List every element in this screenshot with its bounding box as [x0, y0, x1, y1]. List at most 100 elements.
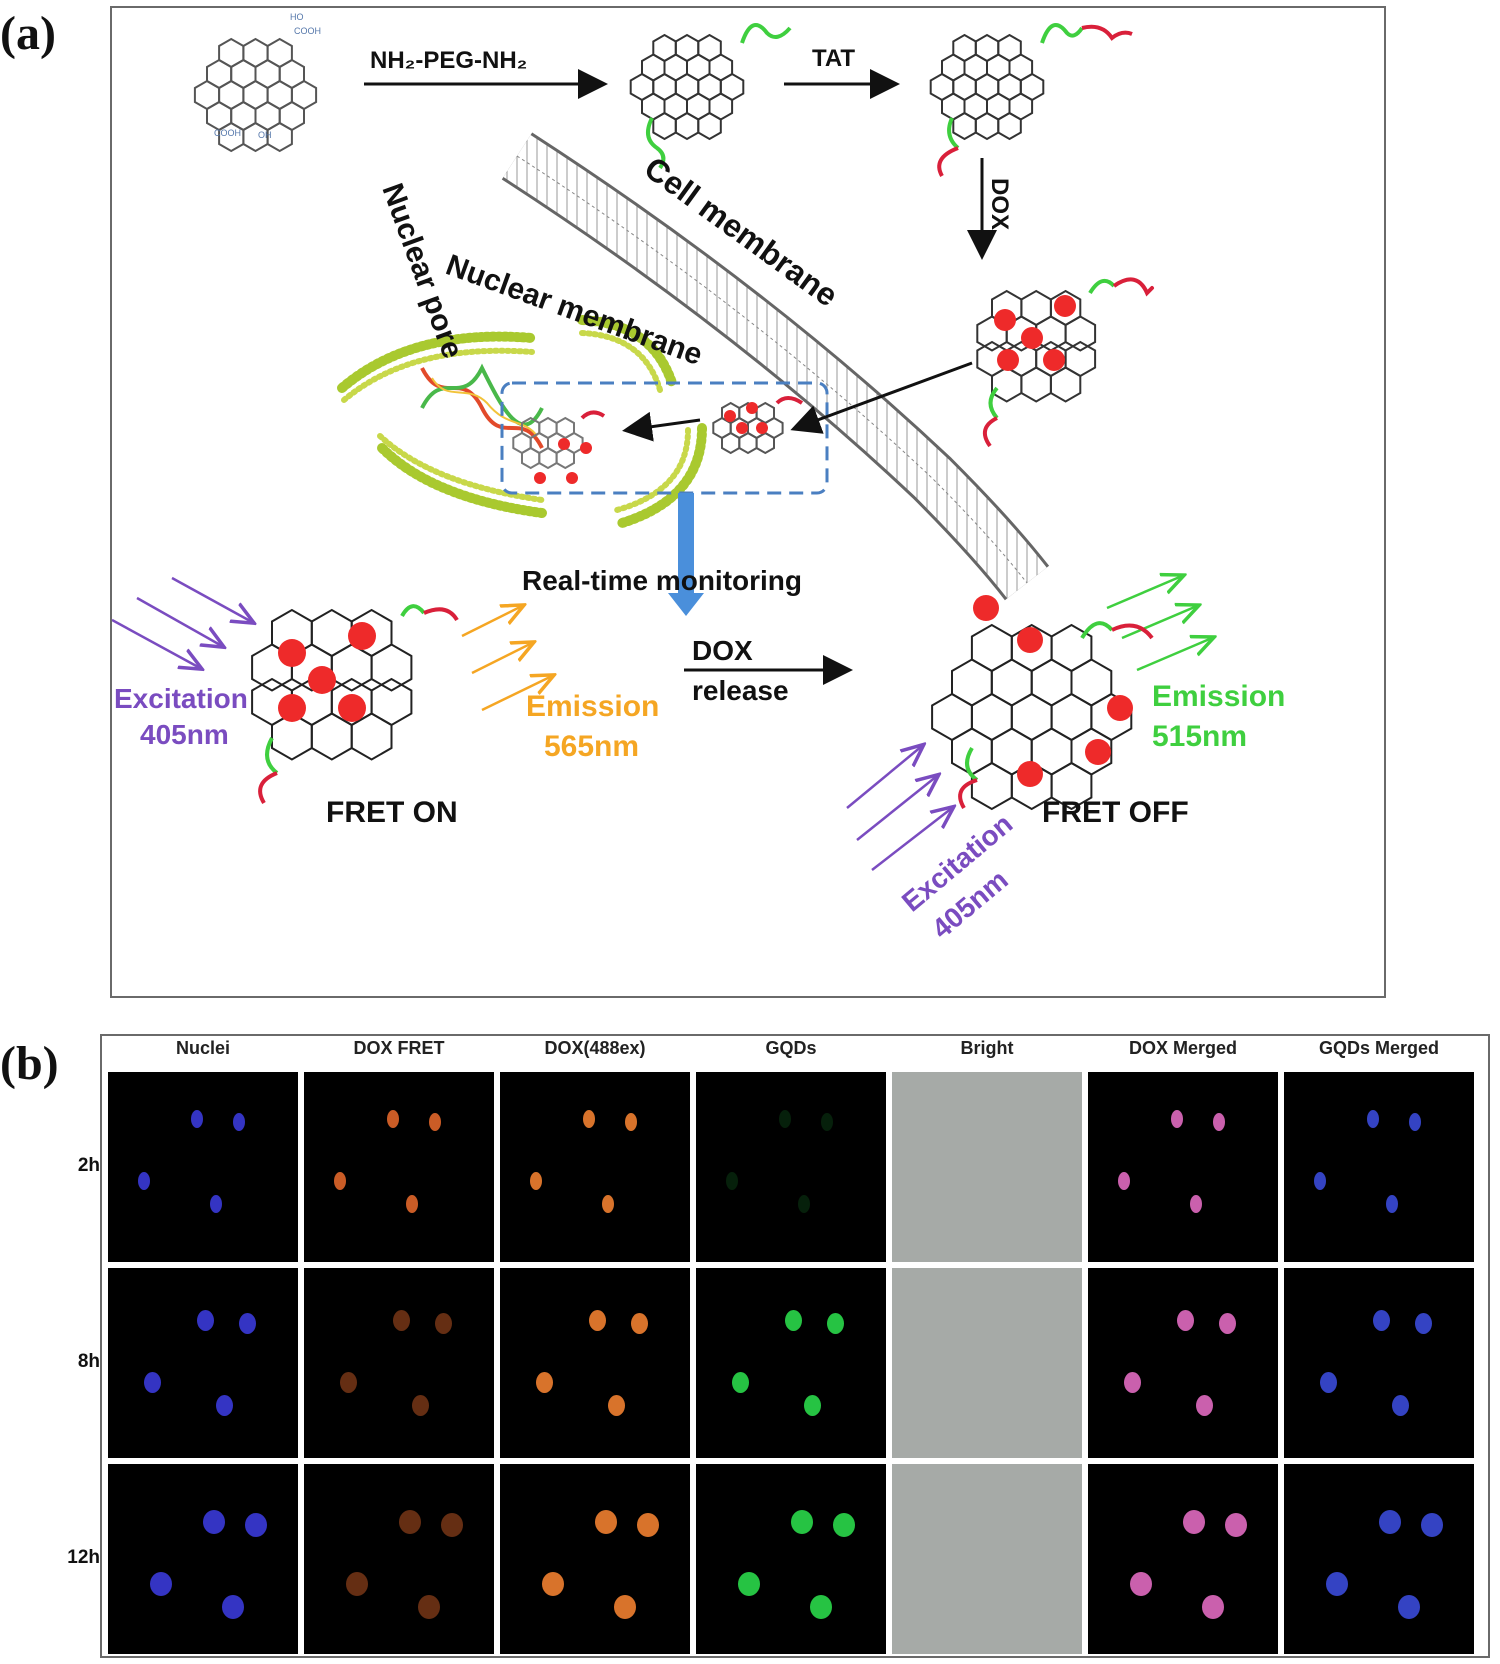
- column-header: DOX FRET: [353, 1038, 445, 1058]
- cell-nucleus-spot: [210, 1195, 223, 1213]
- cell-nucleus-spot: [804, 1395, 822, 1416]
- cell-nucleus-spot: [150, 1572, 172, 1597]
- cell-nucleus-spot: [1421, 1513, 1443, 1538]
- cell-nucleus-spot: [583, 1109, 596, 1128]
- cell-membrane-shape: [501, 132, 1050, 601]
- gqd-peg: [629, 33, 745, 141]
- micrograph-cell: [892, 1464, 1082, 1654]
- tat-chain-10: [958, 778, 978, 810]
- cell-nucleus-spot: [1190, 1195, 1203, 1213]
- left-emission-label-2: 565nm: [544, 730, 639, 763]
- dox-on-3: [308, 666, 336, 694]
- peg-chain-7: [400, 604, 426, 618]
- micrograph-cell: [108, 1268, 298, 1458]
- micrograph-cell: [892, 1268, 1082, 1458]
- cell-nucleus-spot: [827, 1313, 844, 1335]
- dox-loaded-1: [994, 309, 1016, 331]
- cell-nucleus-spot: [530, 1172, 542, 1191]
- monitoring-arrow: [668, 493, 704, 616]
- column-header: Bright: [960, 1038, 1014, 1058]
- cell-nucleus-spot: [785, 1309, 803, 1331]
- cell-nucleus-spot: [536, 1372, 553, 1394]
- cell-nucleus-spot: [625, 1113, 637, 1132]
- dox-loaded-3: [1021, 327, 1043, 349]
- column-header: Nuclei: [175, 1038, 231, 1058]
- scheme-diagram: HO COOH COOH OH NH₂-PEG-NH₂ TAT DOX Cell…: [112, 12, 1285, 945]
- cell-nucleus-spot: [435, 1313, 452, 1335]
- release-label-2: release: [692, 675, 789, 706]
- left-excitation-arrows: [112, 576, 252, 668]
- reagent1-label: NH₂-PEG-NH₂: [370, 47, 527, 74]
- cell-nucleus-spot: [138, 1172, 150, 1191]
- cell-nucleus-spot: [1183, 1509, 1206, 1534]
- cell-nucleus-spot: [441, 1513, 463, 1538]
- cell-nucleus-spot: [1124, 1372, 1141, 1394]
- panel-b-letter: (b): [0, 1037, 59, 1090]
- micrograph-cell: [1284, 1464, 1474, 1654]
- cell-nucleus-spot: [1392, 1395, 1410, 1416]
- peg-chain-4: [947, 117, 960, 150]
- scheme-panel: HO COOH COOH OH NH₂-PEG-NH₂ TAT DOX Cell…: [110, 6, 1386, 998]
- micrograph-cell: [108, 1464, 298, 1654]
- gqd-layer: [193, 23, 1154, 811]
- nuclear-membrane-shape: [337, 315, 707, 528]
- cell-nucleus-spot: [631, 1313, 648, 1335]
- micrograph-cell: [304, 1464, 494, 1654]
- dox-loaded-2: [1054, 295, 1076, 317]
- left-emission-label-1: Emission: [526, 690, 659, 723]
- cell-nucleus-spot: [340, 1372, 357, 1394]
- peg-chain-3: [1040, 23, 1084, 44]
- peg-chain-6: [988, 386, 999, 420]
- reagent2-label: TAT: [812, 45, 855, 72]
- cell-nucleus-spot: [798, 1195, 811, 1213]
- tat-chain-3: [1112, 277, 1154, 297]
- cell-nucleus-spot: [637, 1513, 659, 1538]
- micrograph-cell: [1088, 1268, 1278, 1458]
- dox-on-2: [348, 622, 376, 650]
- cell-nucleus-spot: [216, 1395, 234, 1416]
- cell-nucleus-spot: [1373, 1309, 1391, 1331]
- cell-nucleus-spot: [197, 1309, 215, 1331]
- cell-nucleus-spot: [833, 1513, 855, 1538]
- cell-nucleus-spot: [1367, 1109, 1380, 1128]
- fret-off-label: FRET OFF: [1042, 796, 1189, 829]
- left-excitation-label-1: Excitation: [114, 683, 248, 714]
- tat-chain-1: [1081, 24, 1133, 41]
- release-label-1: DOX: [692, 635, 753, 666]
- right-emission-arrows: [1106, 576, 1212, 672]
- cell-nucleus-spot: [1202, 1595, 1225, 1619]
- cell-nucleus-spot: [1219, 1313, 1236, 1335]
- tat-chain-7: [423, 607, 459, 622]
- cell-nucleus-spot: [239, 1313, 256, 1335]
- cell-nucleus-spot: [245, 1513, 267, 1538]
- cell-nucleus-spot: [418, 1595, 441, 1619]
- cell-nucleus-spot: [595, 1509, 618, 1534]
- micrograph-cell: [696, 1072, 886, 1262]
- row-label: 2h: [77, 1155, 100, 1176]
- micrograph-cell: [304, 1268, 494, 1458]
- cell-nucleus-spot: [1314, 1172, 1326, 1191]
- peg-chain-9: [1080, 621, 1114, 640]
- dox-transit-8: [580, 442, 592, 454]
- cell-nucleus-spot: [1225, 1513, 1247, 1538]
- cell-nucleus-spot: [810, 1595, 833, 1619]
- micrograph-cell: [892, 1072, 1082, 1262]
- dox-transit-3: [736, 422, 748, 434]
- left-excitation-label-2: 405nm: [140, 719, 229, 750]
- peg-chain-10: [965, 746, 979, 782]
- dox-transit-1: [724, 410, 736, 422]
- cell-nucleus-spot: [738, 1572, 760, 1597]
- cell-nucleus-spot: [608, 1395, 626, 1416]
- dox-transit-6: [534, 472, 546, 484]
- gqd-label-oh: OH: [258, 130, 272, 140]
- panel-a-letter: (a): [0, 7, 56, 60]
- cell-nucleus-spot: [203, 1509, 226, 1534]
- micrograph-cell: [108, 1072, 298, 1262]
- peg-chain-8: [265, 737, 279, 775]
- cell-nucleus-spot: [1409, 1113, 1421, 1132]
- cell-nucleus-spot: [791, 1509, 814, 1534]
- micrograph-cell: [304, 1072, 494, 1262]
- cell-nucleus-spot: [393, 1309, 411, 1331]
- gqd-tat: [929, 33, 1045, 141]
- entry-arrow: [790, 361, 973, 434]
